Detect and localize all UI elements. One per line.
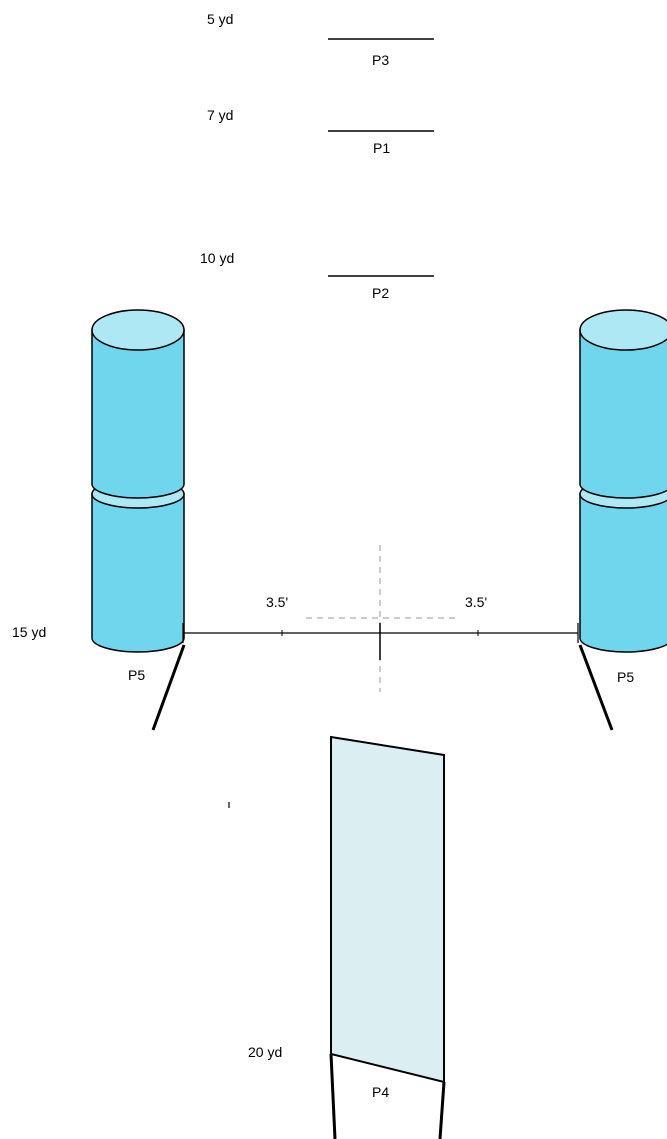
- position-label-p5-right: P5: [617, 669, 634, 685]
- position-label-p4: P4: [372, 1084, 389, 1100]
- distance-label-7yd: 7 yd: [207, 107, 233, 123]
- blocking-shield-p4: [330, 735, 445, 1084]
- distance-label-10yd: 10 yd: [200, 250, 234, 266]
- player-line-p5-left: [151, 644, 186, 731]
- spacing-label-right: 3.5': [465, 594, 487, 610]
- right-dummy-lower-body: [579, 493, 667, 653]
- player-line-p5-right: [578, 644, 614, 731]
- distance-label-15yd: 15 yd: [12, 624, 46, 640]
- position-label-p2: P2: [372, 285, 389, 301]
- left-blocking-dummy: [91, 309, 185, 653]
- position-label-p5-left: P5: [128, 667, 145, 683]
- right-blocking-dummy: [579, 309, 667, 653]
- player-line-p4-left: [329, 1053, 337, 1139]
- distance-label-20yd: 20 yd: [248, 1044, 282, 1060]
- player-line-p4-right: [438, 1081, 446, 1139]
- position-label-p3: P3: [372, 52, 389, 68]
- left-dummy-upper-body: [91, 329, 185, 499]
- left-dummy-lower-body: [91, 493, 185, 653]
- right-dummy-upper-body: [579, 329, 667, 499]
- distance-label-5yd: 5 yd: [207, 11, 233, 27]
- spacing-label-left: 3.5': [266, 594, 288, 610]
- position-label-p1: P1: [373, 140, 390, 156]
- left-dummy-upper-top: [91, 309, 185, 351]
- right-dummy-upper-top: [579, 309, 667, 351]
